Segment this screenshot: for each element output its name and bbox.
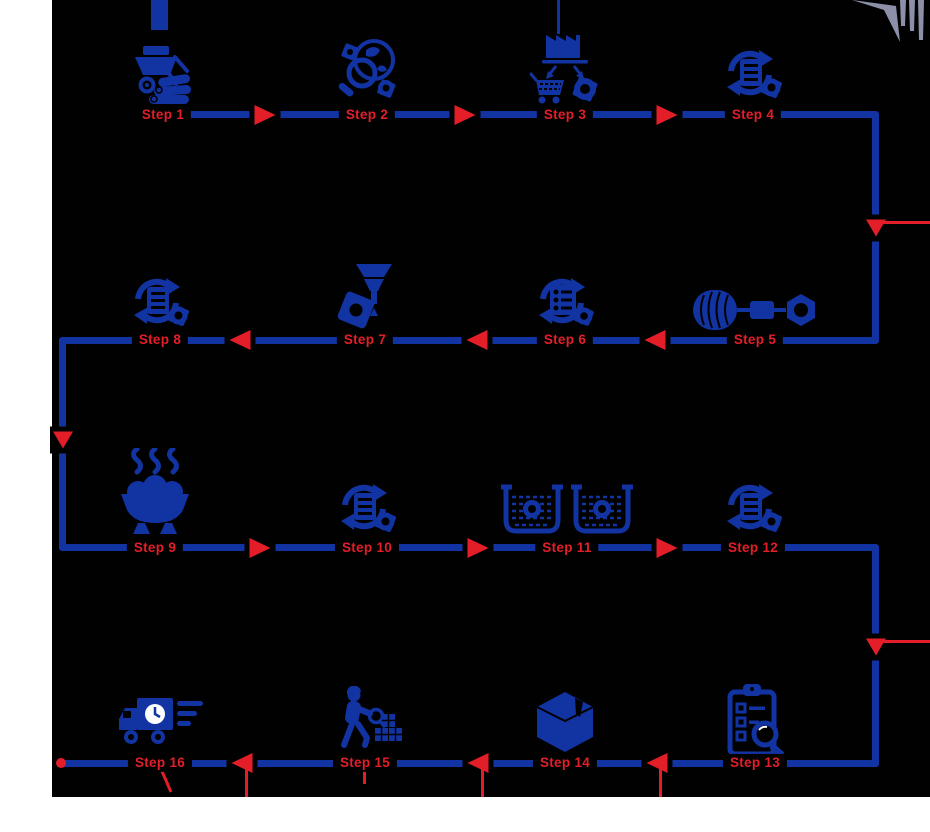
wheelbarrow-logs-icon [131, 26, 195, 104]
arrow-down-icon [863, 214, 889, 242]
step-2-label: Step 2 [338, 105, 396, 125]
leader-line [659, 768, 662, 797]
step-4-label: Step 4 [724, 105, 782, 125]
plating-tanks-icon [501, 482, 633, 538]
arrow-left-icon [226, 750, 258, 776]
arrow-right-icon [651, 535, 683, 561]
step-9-label: Step 9 [126, 538, 184, 558]
step-7-label: Step 7 [336, 330, 394, 350]
arrow-right-icon [449, 102, 481, 128]
globe-magnifier-gears-icon [336, 36, 398, 102]
flow-end-dot [56, 758, 66, 768]
step-12-label: Step 12 [720, 538, 786, 558]
leader-line [156, 768, 176, 794]
process-cycle-gear-icon [718, 44, 788, 102]
heating-bowl-icon [116, 446, 194, 538]
flow-line-row1 [183, 111, 879, 118]
arrow-right-icon [244, 535, 276, 561]
arrow-down-icon [863, 633, 889, 661]
logo-fragment [850, 0, 930, 58]
top-bar-decoration [151, 0, 168, 30]
step-11-label: Step 11 [535, 538, 599, 558]
step-6-label: Step 6 [536, 330, 594, 350]
checklist-cycle-gear-icon [530, 272, 600, 330]
process-cycle-gear-icon [332, 478, 402, 536]
worker-boxes-icon [327, 685, 403, 752]
arrow-left-icon [461, 327, 493, 353]
process-cycle-gear-icon [718, 478, 788, 536]
step-14-label: Step 14 [532, 753, 598, 773]
arrow-left-icon [639, 327, 671, 353]
step-15-label: Step 15 [332, 753, 398, 773]
leader-line [363, 766, 366, 784]
step-16-label: Step 16 [127, 753, 193, 773]
step-8-label: Step 8 [131, 330, 189, 350]
package-box-icon [533, 690, 597, 754]
arrow-down-icon [50, 426, 76, 454]
wire-coil-nut-icon [693, 288, 817, 332]
arrow-right-icon [462, 535, 494, 561]
leader-line [882, 221, 930, 224]
gear-funnel-icon [334, 262, 396, 332]
step-1-label: Step 1 [134, 105, 192, 125]
step-13-label: Step 13 [722, 753, 788, 773]
step-10-label: Step 10 [334, 538, 400, 558]
step-5-label: Step 5 [726, 330, 784, 350]
process-cycle-gear-icon [125, 272, 195, 330]
step-3-label: Step 3 [536, 105, 594, 125]
clipboard-magnifier-icon [724, 682, 786, 758]
leader-line [481, 768, 484, 797]
leader-line [245, 768, 248, 797]
arrow-left-icon [224, 327, 256, 353]
factory-cart-gear-icon [528, 28, 602, 106]
leader-line [882, 640, 930, 643]
arrow-left-icon [462, 750, 494, 776]
diagram-canvas [52, 0, 930, 797]
arrow-left-icon [641, 750, 673, 776]
arrow-right-icon [651, 102, 683, 128]
delivery-truck-icon [117, 692, 203, 750]
top-pole-decoration [557, 0, 560, 34]
arrow-right-icon [249, 102, 281, 128]
